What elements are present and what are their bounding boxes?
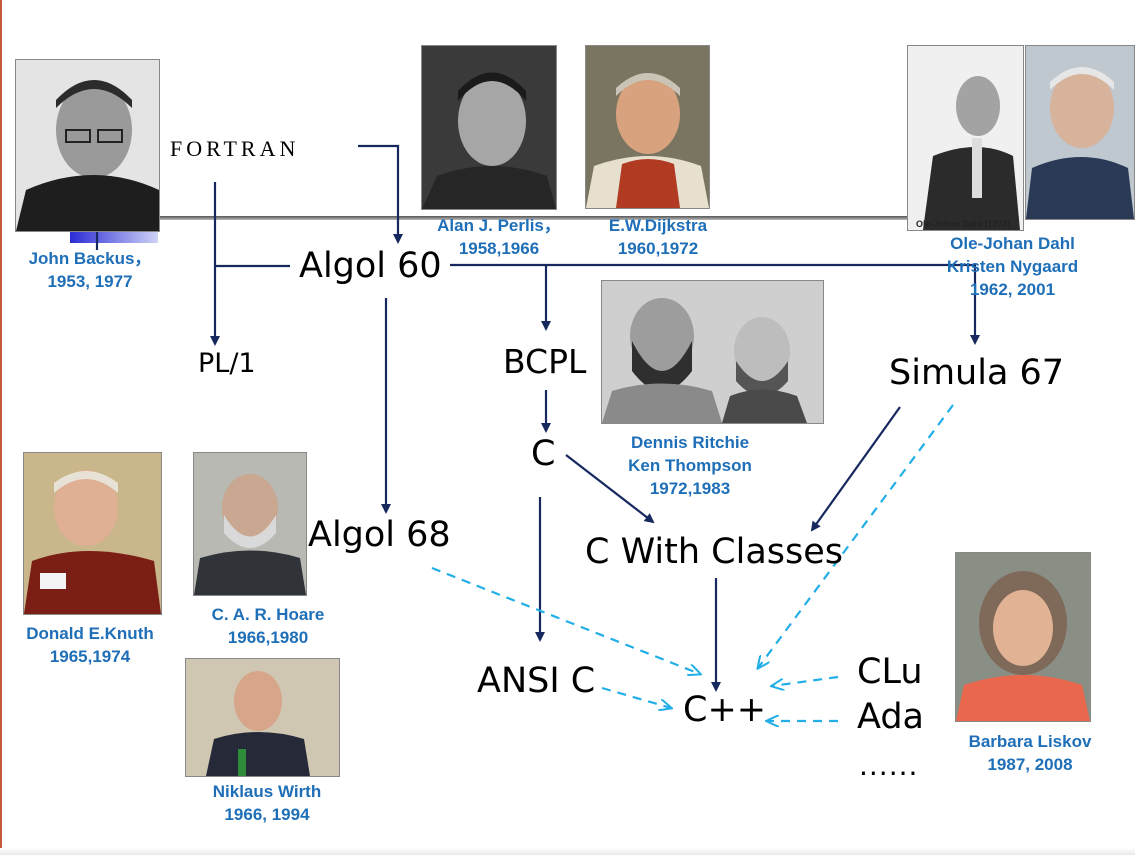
caption-name: C. A. R. Hoare — [211, 605, 325, 624]
caption-years: 1987, 2008 — [987, 755, 1073, 774]
photo-caption-dahl: Ole-Johan Dahl (1978) — [916, 219, 1011, 229]
lang-bcpl: BCPL — [503, 342, 587, 381]
person-icon — [956, 553, 1090, 721]
person-icon — [186, 659, 339, 776]
lang-pl1: PL/1 — [198, 348, 256, 379]
caption-name-2: Kristen Nygaard — [946, 257, 1079, 276]
lang-ada: Ada — [857, 697, 924, 737]
slide-bottom-border — [0, 848, 1135, 855]
caption-name: Alan J. Perlis， — [437, 216, 561, 235]
person-icon — [16, 60, 159, 231]
caption-years: 1965,1974 — [49, 647, 131, 666]
slide-left-border — [0, 0, 2, 855]
person-icon — [586, 46, 709, 208]
lang-simula67: Simula 67 — [889, 353, 1065, 393]
caption-years: 1953, 1977 — [47, 272, 133, 291]
caption-dijkstra: E.W.Dijkstra 1960,1972 — [583, 214, 733, 260]
caption-name: Barbara Liskov — [968, 732, 1092, 751]
caption-alan-perlis: Alan J. Perlis， 1958,1966 — [424, 214, 574, 260]
header-rule-accent — [70, 230, 158, 243]
portrait-niklaus-wirth — [185, 658, 340, 777]
caption-john-backus: John Backus， 1953, 1977 — [15, 247, 165, 293]
caption-name-2: Ken Thompson — [628, 456, 752, 475]
caption-barbara-liskov: Barbara Liskov 1987, 2008 — [950, 730, 1110, 776]
caption-car-hoare: C. A. R. Hoare 1966,1980 — [188, 603, 348, 649]
caption-name: E.W.Dijkstra — [608, 216, 708, 235]
edge-ansic-cpp — [601, 686, 671, 708]
portrait-barbara-liskov — [955, 552, 1091, 722]
portrait-john-backus — [15, 59, 160, 232]
caption-niklaus-wirth: Niklaus Wirth 1966, 1994 — [187, 780, 347, 826]
header-rule — [158, 216, 1008, 220]
caption-years: 1966, 1994 — [224, 805, 310, 824]
caption-name: Ole-Johan Dahl — [950, 234, 1075, 253]
caption-ritchie-thompson: Dennis Ritchie Ken Thompson 1972,1983 — [610, 431, 770, 500]
edge-clu-cpp — [772, 675, 839, 686]
caption-name: Dennis Ritchie — [630, 433, 750, 452]
edge-algol68-cpp — [431, 566, 700, 674]
caption-dahl-nygaard: Ole-Johan Dahl Kristen Nygaard 1962, 200… — [925, 232, 1100, 301]
person-icon — [1026, 46, 1134, 219]
portrait-ritchie-thompson — [601, 280, 824, 424]
person-icon — [422, 46, 556, 209]
person-icon — [908, 46, 1023, 230]
person-icon — [602, 281, 823, 423]
edge-simula-cwithclasses — [810, 406, 901, 532]
lang-ansi-c: ANSI C — [477, 661, 596, 701]
lang-algol68: Algol 68 — [308, 515, 451, 555]
caption-years: 1958,1966 — [458, 239, 540, 258]
portrait-alan-perlis — [421, 45, 557, 210]
caption-name: John Backus， — [28, 249, 152, 268]
person-icon — [24, 453, 161, 614]
lang-c: C — [531, 434, 556, 474]
lang-algol60: Algol 60 — [299, 246, 442, 286]
caption-name: Niklaus Wirth — [212, 782, 322, 801]
lang-fortran: FORTRAN — [170, 136, 300, 161]
caption-name: Donald E.Knuth — [26, 624, 154, 643]
caption-donald-knuth: Donald E.Knuth 1965,1974 — [10, 622, 170, 668]
portrait-car-hoare — [193, 452, 307, 596]
caption-years: 1962, 2001 — [969, 280, 1056, 299]
portrait-kristen-nygaard — [1025, 45, 1135, 220]
portrait-donald-knuth — [23, 452, 162, 615]
lang-ellipsis: ...... — [859, 749, 919, 782]
edge-fortran-algol60 — [358, 144, 403, 244]
caption-years: 1960,1972 — [617, 239, 699, 258]
portrait-dijkstra — [585, 45, 710, 209]
lang-c-with-classes: C With Classes — [585, 532, 844, 572]
lang-cpp: C++ — [683, 690, 767, 730]
portrait-ole-johan-dahl — [907, 45, 1024, 231]
caption-years: 1972,1983 — [649, 479, 731, 498]
lang-clu: CLu — [857, 652, 923, 692]
caption-years: 1966,1980 — [227, 628, 309, 647]
person-icon — [194, 453, 306, 595]
